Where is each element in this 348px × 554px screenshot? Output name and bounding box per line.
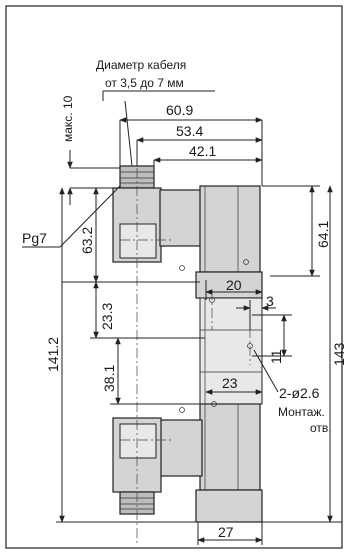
dim-143: 143 xyxy=(331,342,347,366)
holes-label: 2-ø2.6 xyxy=(279,385,320,401)
dim-141-2: 141.2 xyxy=(45,337,61,372)
cable-diameter-label: Диаметр кабеля xyxy=(96,58,186,72)
dim-60-9: 60.9 xyxy=(166,102,193,118)
dim-53-4: 53.4 xyxy=(176,123,203,139)
dim-3: 3 xyxy=(266,293,274,309)
right-dimensions xyxy=(252,185,342,523)
upper-solenoid xyxy=(159,185,261,273)
mounting-label: Монтаж. xyxy=(278,405,325,419)
max-10-label: макс. 10 xyxy=(61,95,75,142)
lower-solenoid xyxy=(159,401,263,523)
drawing-frame xyxy=(5,5,343,549)
dim-27: 27 xyxy=(218,524,234,540)
left-dimensions xyxy=(56,187,205,523)
dim-64-1: 64.1 xyxy=(315,221,331,248)
dim-23-3: 23.3 xyxy=(99,303,115,330)
middle-dimensions xyxy=(197,280,276,545)
dim-20: 20 xyxy=(226,277,242,293)
dim-42-1: 42.1 xyxy=(189,143,216,159)
pg7-label: Pg7 xyxy=(22,230,47,246)
dim-23: 23 xyxy=(222,375,238,391)
dim-11: 11 xyxy=(268,349,284,364)
pg7-leader xyxy=(59,185,121,248)
cable-diameter-range: от 3,5 до 7 мм xyxy=(105,76,184,90)
holes-leader xyxy=(253,349,279,393)
mounting-label-2: отв. xyxy=(310,421,332,435)
dim-63-2: 63.2 xyxy=(79,227,95,254)
dim-38-1: 38.1 xyxy=(101,365,117,392)
top-dimensions xyxy=(119,100,263,186)
